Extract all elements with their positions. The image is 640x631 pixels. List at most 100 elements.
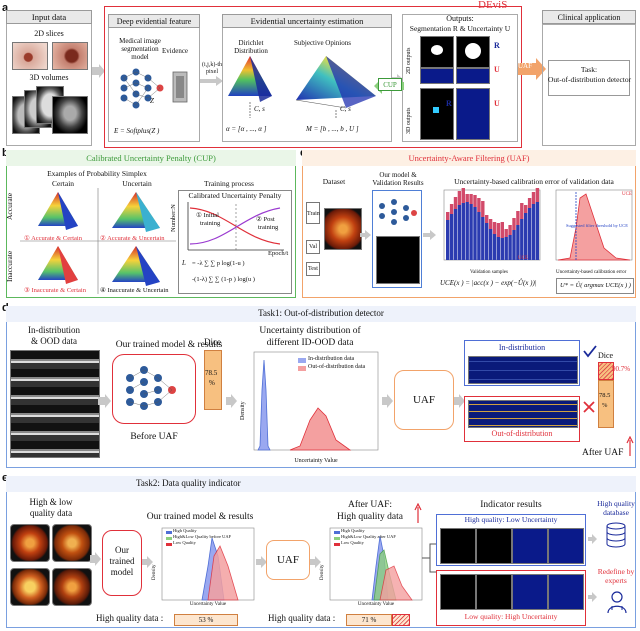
hq-unc-1 — [512, 528, 548, 564]
initial-training-line2: training — [200, 220, 221, 227]
lq-unc-2 — [548, 574, 584, 610]
calibration-bar-top — [477, 198, 481, 212]
calibration-bar — [461, 203, 465, 260]
suggested-threshold-label: Suggested filter threshold by UCE — [566, 223, 628, 228]
arrow-right-icon — [226, 394, 237, 408]
calibration-bar-top — [492, 222, 497, 234]
calibration-bar — [535, 202, 540, 260]
r-label-2d: R — [494, 41, 500, 50]
arrow-right-icon — [588, 534, 597, 544]
unc-dist-line1: Uncertainty distribution of — [259, 326, 361, 336]
outputs-line: Segmentation R & Uncertainty U — [409, 24, 511, 33]
model-results-line2: Validation Results — [372, 179, 424, 187]
output-2d-seg-2 — [456, 36, 490, 68]
uncertainty-calib-label: Uncertainty-based calibration error — [556, 270, 627, 275]
input-data-header: Input data — [6, 10, 92, 24]
arrow-right-icon — [256, 556, 267, 568]
dice-pct-before: % — [209, 379, 215, 387]
arrow-right-icon — [454, 394, 465, 408]
task-box — [548, 60, 630, 96]
calibration-bar-top — [485, 215, 489, 223]
calibration-bar-top — [535, 188, 540, 202]
lq-high-unc-label: Low quality: High Uncertainty — [464, 612, 558, 621]
inaccurate-label: Inaccurate — [5, 250, 14, 282]
uncertain-label: Uncertain — [122, 179, 152, 188]
dice-gain-bar — [598, 362, 614, 380]
check-icon — [583, 345, 597, 358]
calibration-bar — [520, 219, 524, 260]
calibration-bar-top — [527, 198, 532, 208]
panel-letter-a: a — [2, 2, 9, 14]
hq-low-unc-label: High quality: Low Uncertainty — [464, 515, 558, 524]
calibration-bar-top — [524, 205, 528, 213]
calibration-bar-top — [504, 229, 508, 237]
devis-title: DEviS — [478, 0, 508, 11]
calibration-bar — [527, 208, 532, 260]
unc-value-label-e1: Uncertainty Value — [189, 602, 227, 607]
vessel-segmentation-image — [376, 236, 420, 284]
hq-unc-2 — [548, 528, 584, 564]
legend-ood: Out-of-distribution data — [308, 364, 366, 370]
arrow-right-icon — [142, 556, 153, 568]
output-3d-unc — [456, 88, 490, 140]
oct-image-stack — [10, 350, 100, 458]
cs-label-2: C, s — [340, 105, 351, 113]
redefine-line2: experts — [605, 576, 627, 585]
arrow-right-icon — [423, 230, 436, 240]
u-label-3d: U — [494, 99, 500, 108]
our-line2: trained — [109, 556, 135, 566]
calibration-bar — [473, 207, 477, 260]
argmax-formula: U* = Û( argmax UCE(x ) ) — [560, 282, 631, 289]
neural-network-diagram — [120, 68, 188, 109]
post-training-line2: training — [258, 224, 279, 231]
id-ood-density-chart — [253, 351, 379, 451]
model-box — [112, 354, 196, 424]
neural-network-icon — [126, 366, 176, 410]
legend1-mixed: High&Low Quality before UAF — [173, 534, 232, 539]
calibration-bar-top — [520, 203, 524, 219]
fundus-image-stack — [324, 208, 362, 250]
hq-seg-1 — [440, 528, 476, 564]
probability-simplex-grid — [20, 188, 176, 294]
devis-box — [104, 6, 522, 148]
evidence-label: Evidence — [162, 47, 189, 55]
calibration-bar-top — [508, 225, 512, 235]
output-3d-seg — [420, 88, 454, 140]
legend2-mixed: High&Low Quality after UAF — [341, 534, 396, 539]
in-dist-line2: & OOD data — [31, 336, 77, 346]
evidential-uncertainty-header: Evidential uncertainty estimation — [222, 14, 392, 28]
ood-maps — [468, 400, 578, 428]
dirichlet-simplex-diagrams — [228, 56, 376, 118]
in-distribution-maps — [468, 356, 578, 384]
legend2-high: High Quality — [341, 528, 365, 533]
arrow-right-icon — [90, 552, 101, 566]
dice-after-value: 90.7% — [612, 365, 631, 373]
trained-model-label: Our trained model & results — [115, 340, 223, 350]
before-uaf-label: Before UAF — [130, 432, 178, 442]
initial-training-line1: ① Initial — [196, 212, 219, 219]
panel-letter-e: e — [2, 472, 8, 484]
output-2d-unc-2 — [456, 68, 490, 84]
unc-value-label-e2: Uncertainty Value — [357, 602, 395, 607]
fundus-image-4 — [52, 568, 92, 606]
expert-doctor-icon — [607, 591, 627, 614]
cross-icon — [583, 401, 595, 413]
task-line1: Task: — [580, 65, 598, 74]
cup-plot-title: Calibrated Uncertainty Penalty — [188, 191, 282, 200]
uaf-panel-header-bg — [302, 150, 636, 166]
task1-title: Task1: Out-of-distribution detector — [258, 308, 384, 318]
lq-unc-1 — [512, 574, 548, 610]
cup-tag: CUP — [378, 78, 402, 91]
arrow-right-icon — [588, 592, 597, 602]
train-box: Train — [306, 202, 320, 224]
uaf-box-d: UAF — [394, 370, 454, 430]
calibration-bar-top — [496, 223, 501, 237]
loss-label: L — [182, 259, 186, 267]
lq-results-box — [436, 570, 586, 626]
skin-lesion-image-1 — [12, 42, 48, 70]
calibration-bar — [504, 237, 508, 260]
unc-dist-line2: different ID-OOD data — [266, 338, 354, 348]
uce-legend-2: UCE — [622, 192, 632, 197]
hq-data-label-before: High quality data : — [96, 613, 164, 623]
arrow-right-icon — [360, 230, 371, 240]
